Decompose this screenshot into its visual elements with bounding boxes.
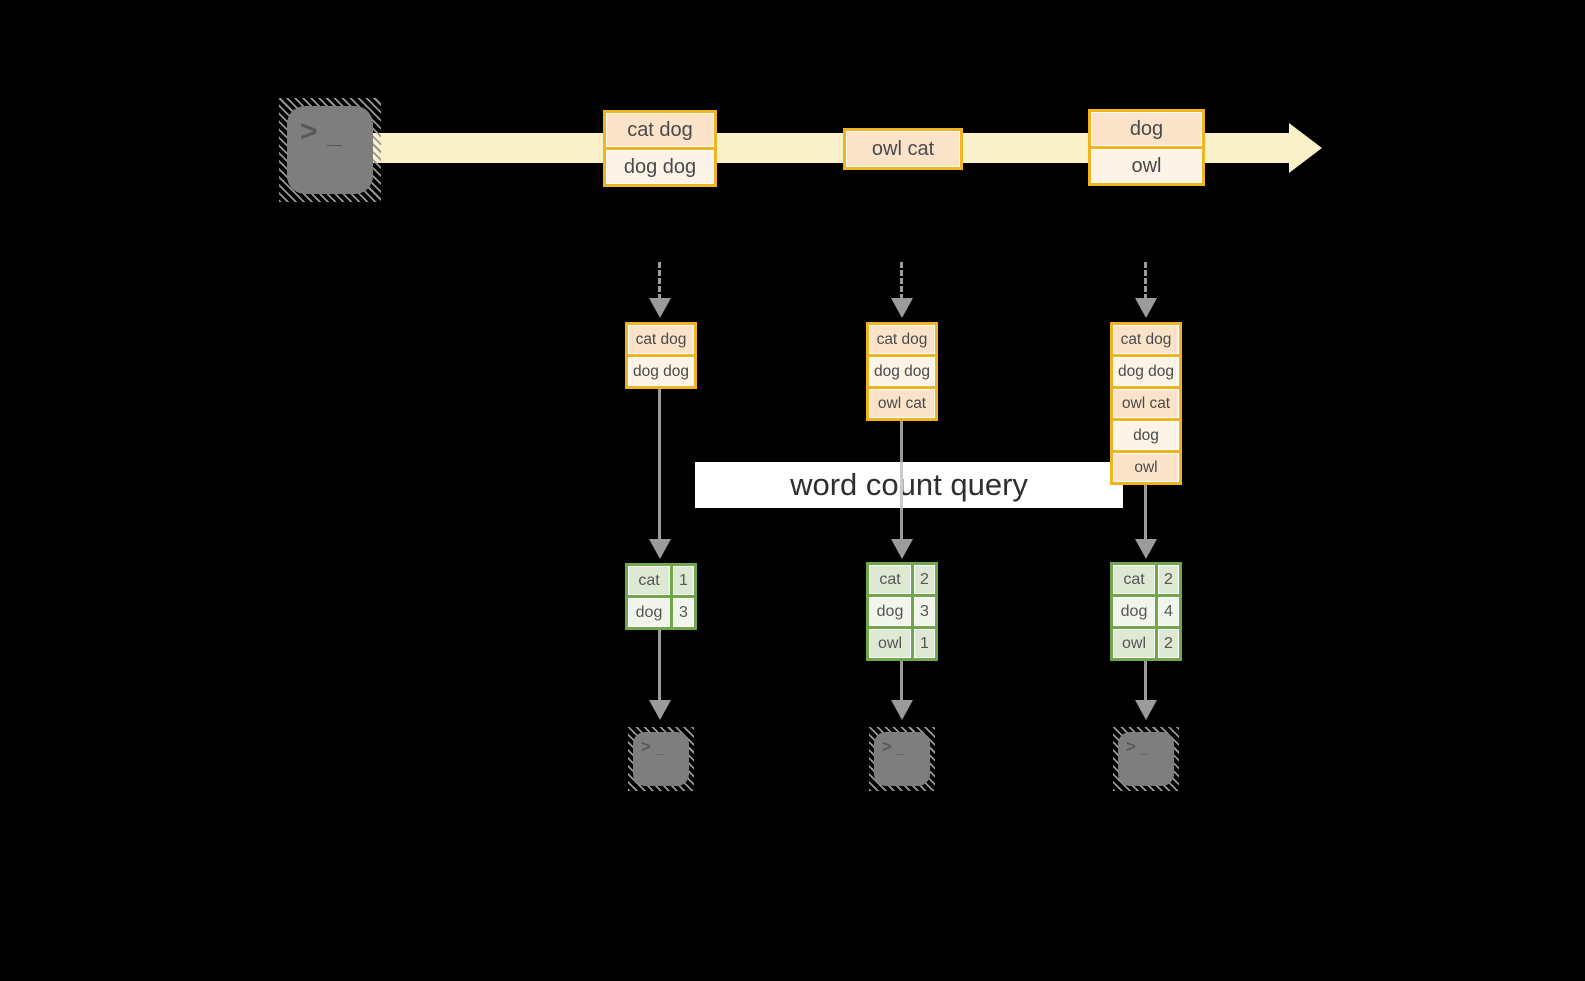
prompt-chevron-icon: > <box>641 737 651 756</box>
count-cell: 3 <box>914 597 935 626</box>
output-arrow-line <box>900 661 903 702</box>
state-row: owl <box>1113 453 1179 482</box>
query-arrow-line-overlay <box>900 462 903 508</box>
state-box-2: cat dog dog dog owl cat <box>866 322 938 421</box>
sink-terminal-icon: > _ <box>869 727 935 791</box>
count-cell: 1 <box>914 629 935 658</box>
word-cell: owl <box>1113 629 1155 658</box>
result-table-2: cat 2 dog 3 owl 1 <box>866 562 938 661</box>
ingest-arrow-line <box>1144 262 1147 300</box>
state-row: cat dog <box>869 325 935 354</box>
query-arrowhead-icon <box>649 539 671 559</box>
count-cell: 2 <box>1158 565 1179 594</box>
count-cell: 4 <box>1158 597 1179 626</box>
terminal-screen: > _ <box>287 106 373 194</box>
query-arrow-line <box>658 388 661 539</box>
terminal-screen: > _ <box>633 732 689 786</box>
prompt-cursor-icon: _ <box>655 740 664 757</box>
word-cell: owl <box>869 629 911 658</box>
result-table-1: cat 1 dog 3 <box>625 563 697 630</box>
prompt-chevron-icon: > <box>1126 737 1136 756</box>
ingest-arrowhead-icon <box>1135 298 1157 318</box>
query-arrow-line <box>1144 484 1147 539</box>
count-cell: 2 <box>914 565 935 594</box>
prompt-cursor-icon: _ <box>896 740 905 757</box>
word-cell: dog <box>869 597 911 626</box>
batch-row: dog <box>1091 112 1202 146</box>
state-box-1: cat dog dog dog <box>625 322 697 389</box>
batch-row: owl cat <box>846 131 960 167</box>
count-cell: 2 <box>1158 629 1179 658</box>
stream-arrowhead-icon <box>1289 123 1322 173</box>
word-cell: cat <box>1113 565 1155 594</box>
state-row: dog dog <box>869 357 935 386</box>
word-cell: dog <box>628 598 670 627</box>
prompt-chevron-icon: > <box>300 115 318 148</box>
batch-row: dog dog <box>606 150 714 184</box>
output-arrowhead-icon <box>1135 700 1157 720</box>
state-row: cat dog <box>628 325 694 354</box>
ingest-arrowhead-icon <box>649 298 671 318</box>
batch-box-3: dog owl <box>1088 109 1205 186</box>
output-arrowhead-icon <box>649 700 671 720</box>
word-cell: cat <box>869 565 911 594</box>
query-arrowhead-icon <box>1135 539 1157 559</box>
batch-box-1: cat dog dog dog <box>603 110 717 187</box>
batch-row: owl <box>1091 149 1202 183</box>
ingest-arrowhead-icon <box>891 298 913 318</box>
state-row: owl cat <box>869 389 935 418</box>
count-cell: 1 <box>673 566 694 595</box>
terminal-screen: > _ <box>1118 732 1174 786</box>
count-cell: 3 <box>673 598 694 627</box>
output-arrow-line <box>658 630 661 702</box>
state-row: dog <box>1113 421 1179 450</box>
state-box-3: cat dog dog dog owl cat dog owl <box>1110 322 1182 485</box>
batch-box-2: owl cat <box>843 128 963 170</box>
output-arrowhead-icon <box>891 700 913 720</box>
prompt-cursor-icon: _ <box>327 119 342 149</box>
ingest-arrow-line <box>658 262 661 300</box>
state-row: dog dog <box>1113 357 1179 386</box>
query-arrowhead-icon <box>891 539 913 559</box>
state-row: cat dog <box>1113 325 1179 354</box>
state-row: dog dog <box>628 357 694 386</box>
output-arrow-line <box>1144 661 1147 702</box>
prompt-cursor-icon: _ <box>1140 740 1149 757</box>
terminal-screen: > _ <box>874 732 930 786</box>
ingest-arrow-line <box>900 262 903 300</box>
word-cell: cat <box>628 566 670 595</box>
result-table-3: cat 2 dog 4 owl 2 <box>1110 562 1182 661</box>
state-row: owl cat <box>1113 389 1179 418</box>
sink-terminal-icon: > _ <box>628 727 694 791</box>
prompt-chevron-icon: > <box>882 737 892 756</box>
sink-terminal-icon: > _ <box>1113 727 1179 791</box>
query-label: word count query <box>695 462 1123 508</box>
word-cell: dog <box>1113 597 1155 626</box>
batch-row: cat dog <box>606 113 714 147</box>
source-terminal-icon: > _ <box>279 98 381 202</box>
